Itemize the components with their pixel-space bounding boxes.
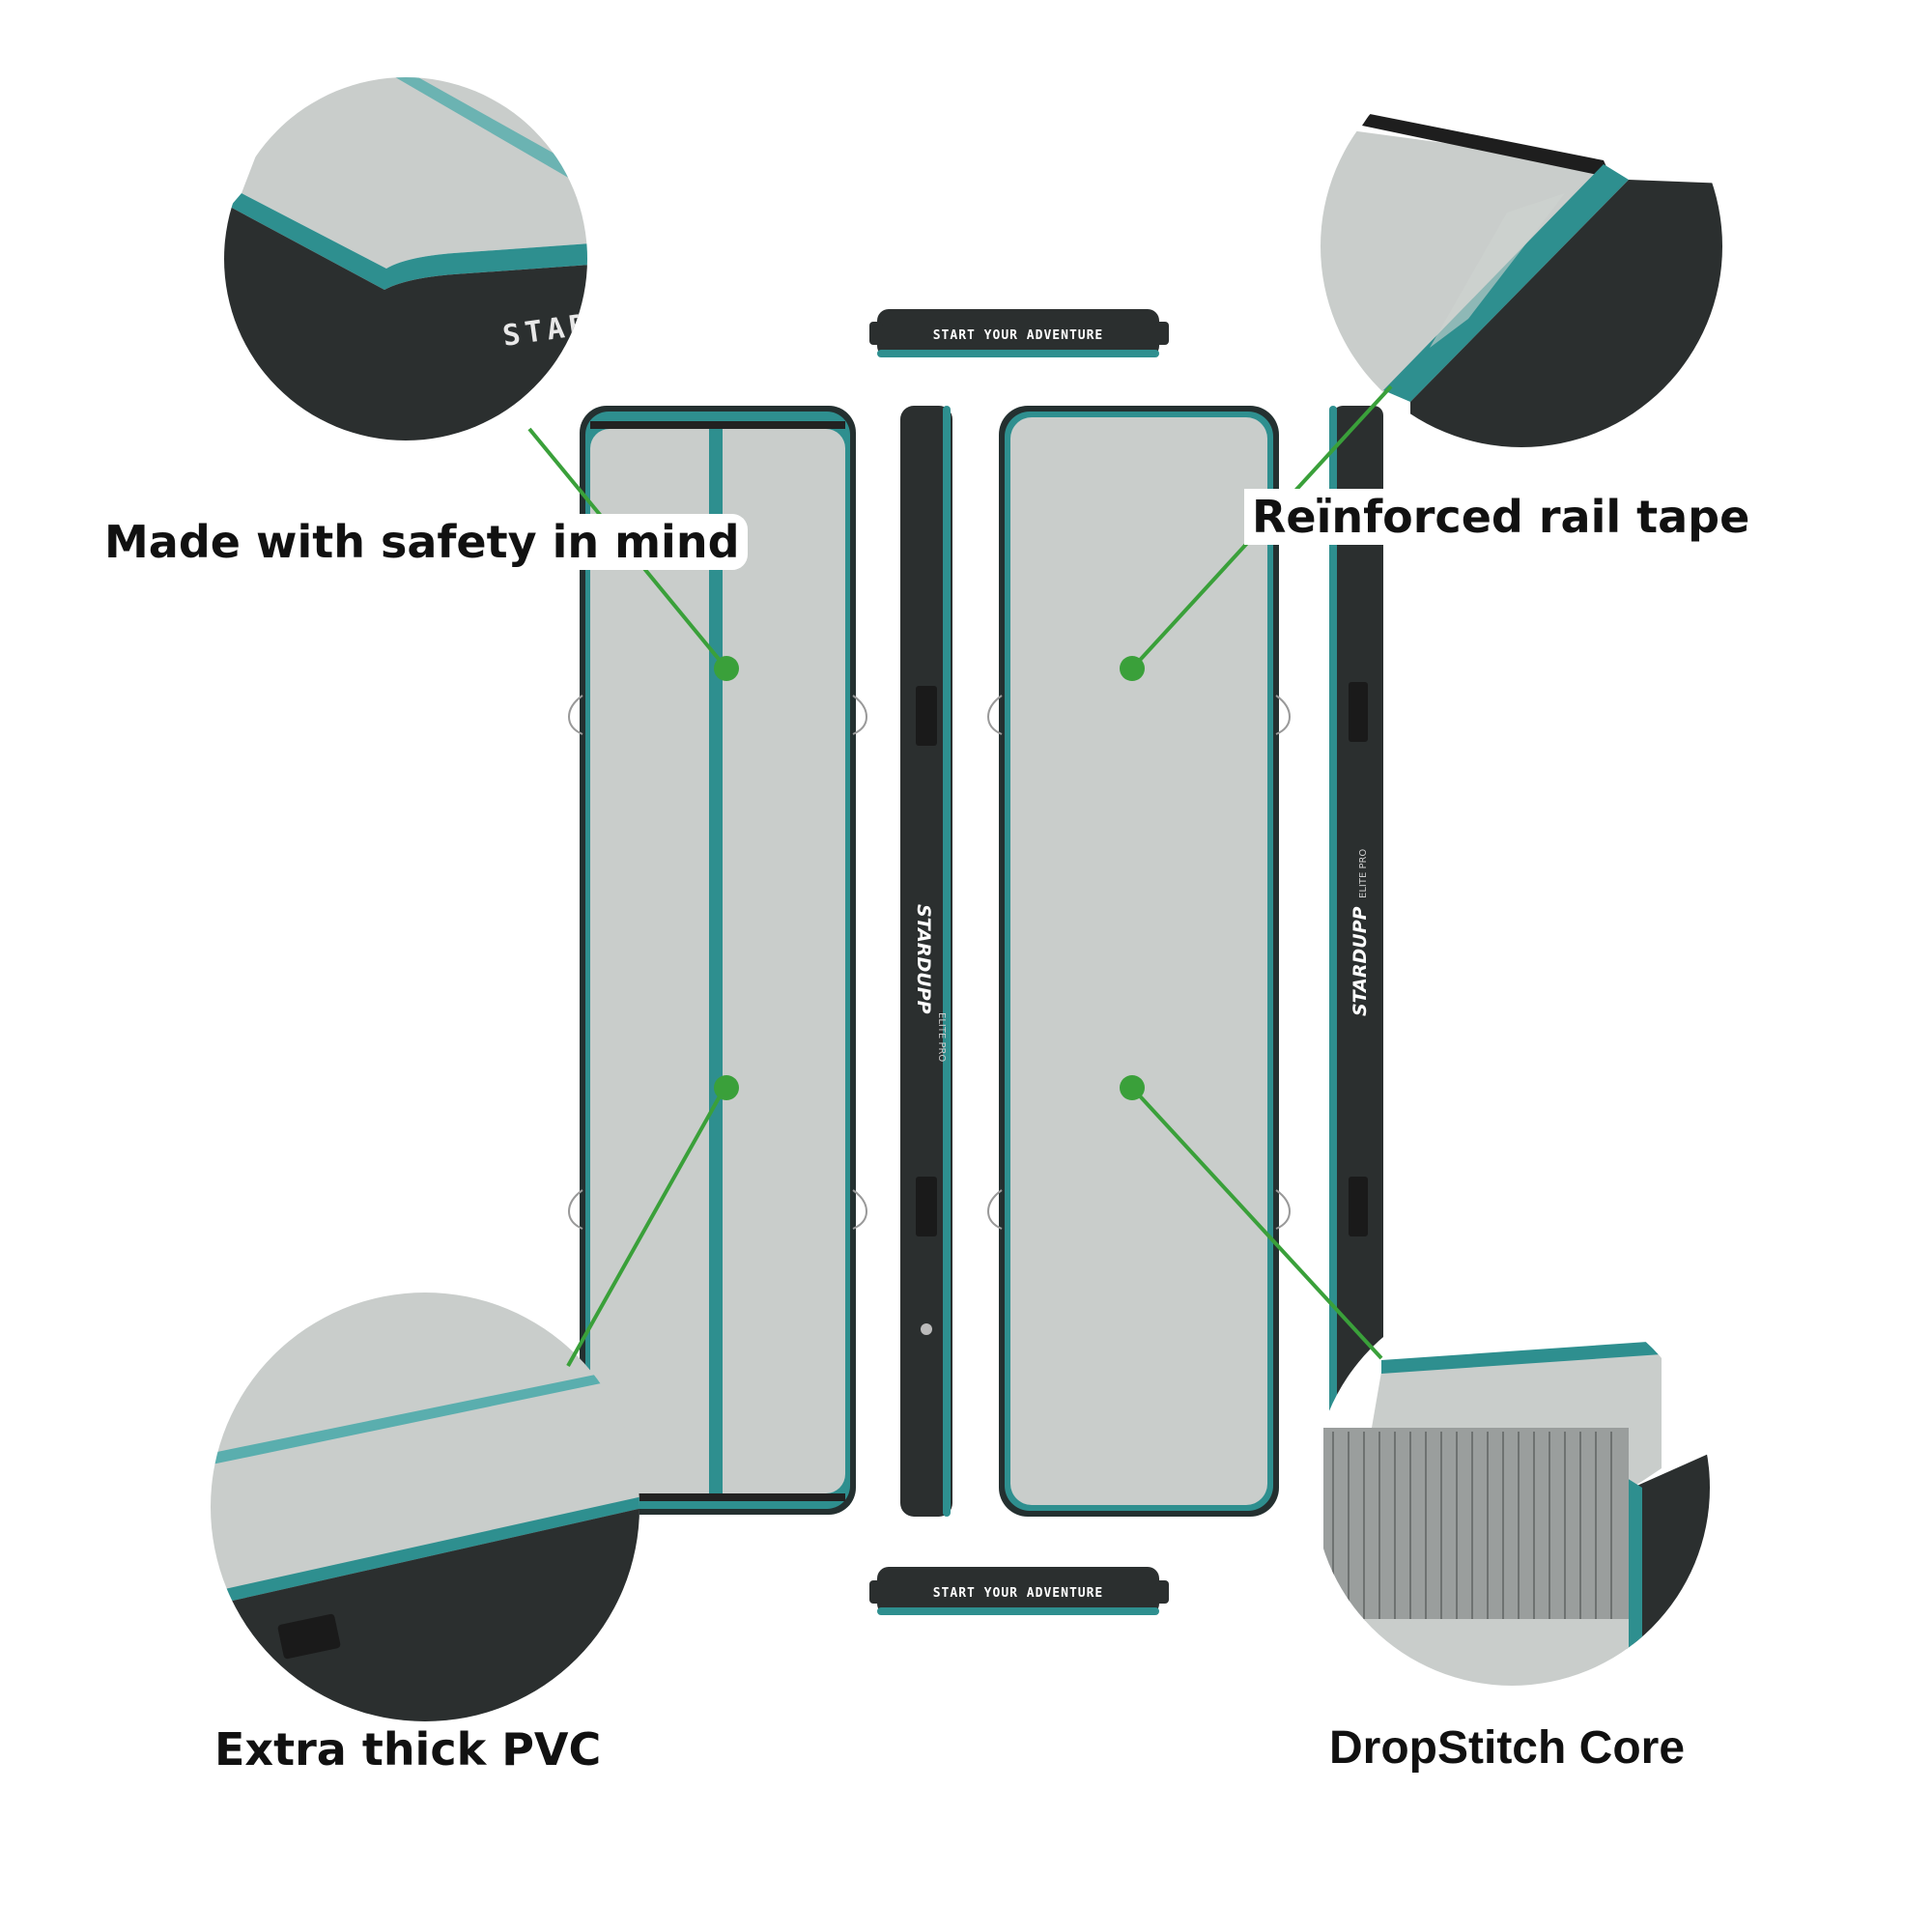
callout-rail-tape: Reïnforced rail tape: [1244, 489, 1758, 545]
model-text-rail-right: ELITE PRO: [1358, 849, 1369, 898]
pointer-line-dropstitch: [1130, 1086, 1383, 1360]
brand-text-rail-right: STARDUPP: [1350, 906, 1371, 1016]
top-cap-text: START YOUR ADVENTURE: [933, 328, 1104, 343]
closeup-dropstitch: [1314, 1290, 1710, 1686]
callout-dropstitch: DropStitch Core: [1321, 1719, 1693, 1777]
model-text-rail-left: ELITE PRO: [936, 1012, 947, 1062]
closeup-corner-start: START: [224, 77, 587, 440]
side-rail-left: STARDUPP ELITE PRO: [900, 406, 952, 1517]
pointer-dots: [714, 656, 1145, 1100]
right-mat: [986, 406, 1292, 1517]
bottom-cap-text: START YOUR ADVENTURE: [933, 1586, 1104, 1601]
closeup-rail-tape: [1321, 45, 1722, 447]
pointer-dot-safety: [714, 656, 739, 681]
side-rail-right: STARDUPP ELITE PRO: [1329, 406, 1383, 1517]
pointer-dot-dropstitch: [1120, 1075, 1145, 1100]
bottom-end-cap: START YOUR ADVENTURE: [869, 1567, 1169, 1615]
left-mat: [567, 406, 868, 1515]
callout-safety: Made with safety in mind: [97, 514, 748, 570]
pointer-line-pvc: [566, 1087, 726, 1367]
pointer-dot-pvc: [714, 1075, 739, 1100]
brand-text-rail-left: STARDUPP: [913, 904, 934, 1014]
pointer-dot-rail-tape: [1120, 656, 1145, 681]
callout-pvc: Extra thick PVC: [207, 1721, 610, 1777]
top-end-cap: START YOUR ADVENTURE: [869, 309, 1169, 357]
